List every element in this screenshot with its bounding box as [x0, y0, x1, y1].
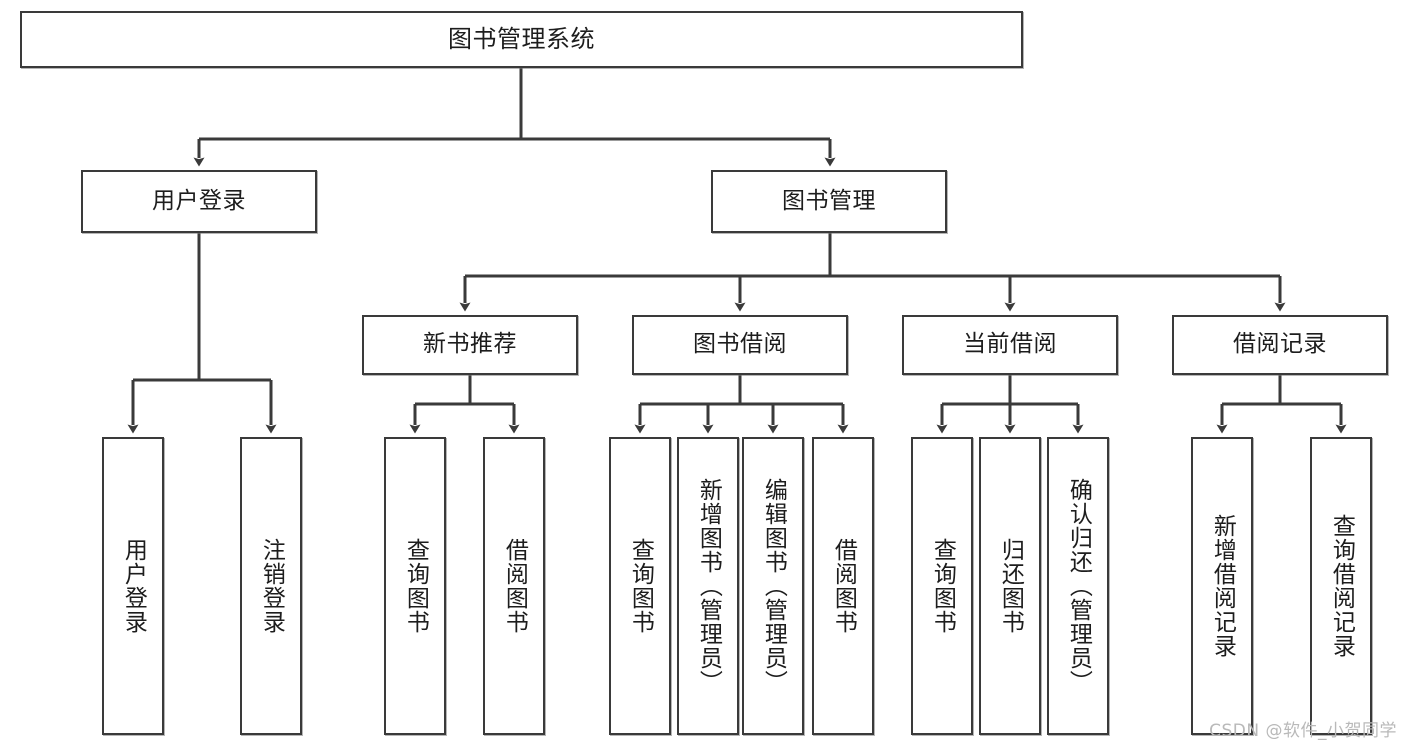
- node-label: 借阅记录: [1233, 331, 1327, 358]
- node-leaf-edit-book-admin[interactable]: 编辑图书（管理员）: [742, 437, 804, 735]
- node-borrow-record[interactable]: 借阅记录: [1172, 315, 1388, 375]
- node-label: 注销登录: [258, 538, 285, 634]
- node-label: 图书借阅: [693, 331, 787, 358]
- csdn-watermark: CSDN @软件_小贺同学: [1209, 721, 1397, 741]
- node-label: 图书管理系统: [448, 25, 595, 54]
- node-leaf-add-book-admin[interactable]: 新增图书（管理员）: [677, 437, 739, 735]
- node-leaf-return-book[interactable]: 归还图书: [979, 437, 1041, 735]
- node-leaf-add-borrow-record[interactable]: 新增借阅记录: [1191, 437, 1253, 735]
- node-label: 图书管理: [782, 187, 876, 214]
- node-label: 确认归还（管理员）: [1065, 478, 1092, 694]
- node-new-book-recommend[interactable]: 新书推荐: [362, 315, 578, 375]
- node-leaf-query-book-3[interactable]: 查询图书: [911, 437, 973, 735]
- node-label: 用户登录: [152, 187, 246, 214]
- node-label: 归还图书: [997, 538, 1024, 634]
- node-label: 查询图书: [402, 538, 429, 634]
- node-leaf-query-book-2[interactable]: 查询图书: [609, 437, 671, 735]
- node-book-management-system[interactable]: 图书管理系统: [20, 11, 1023, 68]
- node-leaf-borrow-book-2[interactable]: 借阅图书: [812, 437, 874, 735]
- node-book-borrow[interactable]: 图书借阅: [632, 315, 848, 375]
- node-label: 新增图书（管理员）: [695, 478, 722, 694]
- node-label: 编辑图书（管理员）: [760, 478, 787, 694]
- node-leaf-borrow-book-1[interactable]: 借阅图书: [483, 437, 545, 735]
- node-current-borrow[interactable]: 当前借阅: [902, 315, 1118, 375]
- node-label: 借阅图书: [501, 538, 528, 634]
- node-label: 查询图书: [627, 538, 654, 634]
- node-user-login[interactable]: 用户登录: [81, 170, 317, 233]
- node-label: 新书推荐: [423, 331, 517, 358]
- node-label: 查询借阅记录: [1328, 514, 1355, 658]
- node-label: 新增借阅记录: [1209, 514, 1236, 658]
- node-leaf-user-login[interactable]: 用户登录: [102, 437, 164, 735]
- node-leaf-logout-login[interactable]: 注销登录: [240, 437, 302, 735]
- node-leaf-confirm-return-admin[interactable]: 确认归还（管理员）: [1047, 437, 1109, 735]
- node-leaf-query-borrow-record[interactable]: 查询借阅记录: [1310, 437, 1372, 735]
- node-book-management[interactable]: 图书管理: [711, 170, 947, 233]
- node-label: 借阅图书: [830, 538, 857, 634]
- node-label: 用户登录: [120, 538, 147, 634]
- node-leaf-query-book-1[interactable]: 查询图书: [384, 437, 446, 735]
- node-label: 查询图书: [929, 538, 956, 634]
- node-label: 当前借阅: [963, 331, 1057, 358]
